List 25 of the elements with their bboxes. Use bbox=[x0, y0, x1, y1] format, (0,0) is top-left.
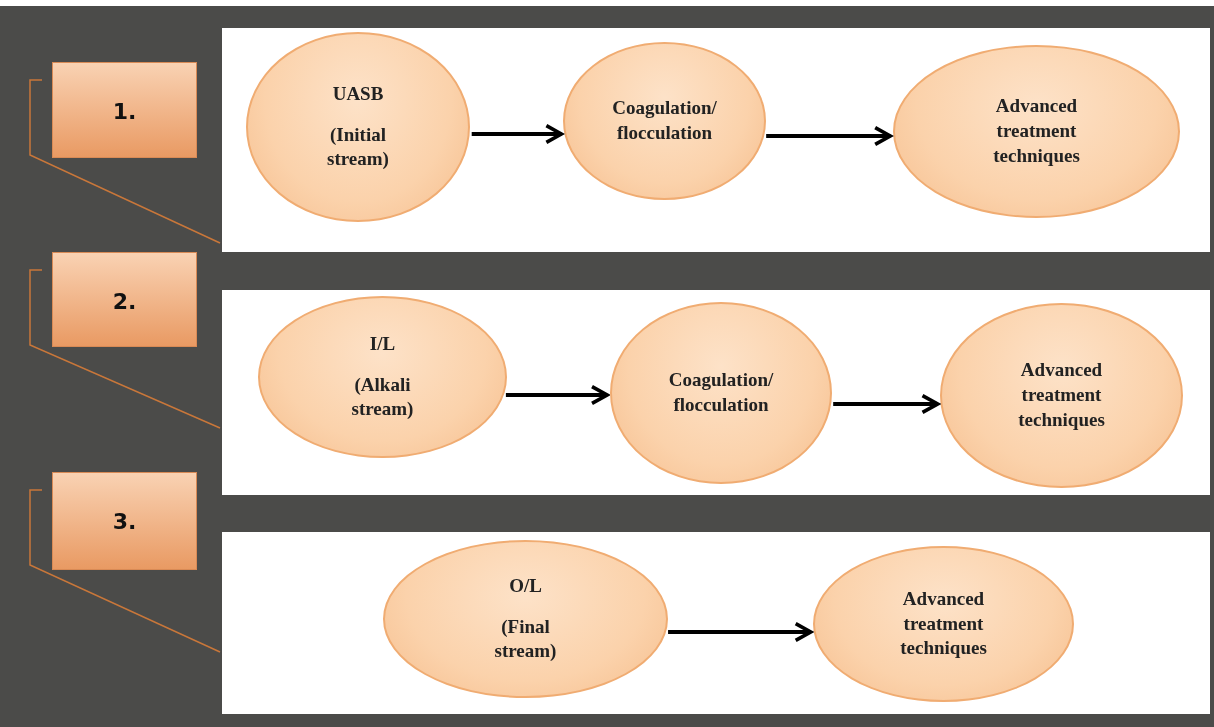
arrow bbox=[505, 384, 609, 406]
ellipse-subtitle: (Initial stream) bbox=[326, 122, 390, 172]
panel-background bbox=[222, 532, 1210, 714]
ellipse-title: I/L bbox=[369, 331, 396, 356]
arrow bbox=[471, 123, 564, 145]
arrow bbox=[766, 125, 893, 147]
step-number: 2. bbox=[112, 289, 137, 316]
panel-background bbox=[222, 290, 1210, 495]
ellipse-title: Coagulation/ flocculation bbox=[667, 368, 775, 417]
number-box bbox=[52, 252, 197, 347]
ellipse-subtitle: (Final stream) bbox=[493, 614, 558, 664]
ellipse-title: O/L bbox=[509, 573, 542, 598]
ellipse-title: Coagulation/ flocculation bbox=[611, 96, 718, 145]
step-number: 3. bbox=[112, 509, 137, 536]
ellipse-title: Advanced treatment techniques bbox=[899, 586, 988, 661]
number-box bbox=[52, 472, 197, 570]
number-box bbox=[52, 62, 197, 158]
ellipse-subtitle: (Alkali stream) bbox=[350, 372, 415, 422]
step-number: 1. bbox=[112, 99, 137, 126]
ellipse-title: UASB bbox=[332, 81, 384, 106]
panel-background bbox=[222, 28, 1210, 252]
arrow bbox=[833, 393, 940, 415]
arrow bbox=[668, 621, 813, 643]
ellipse-title: Advanced treatment techniques bbox=[1017, 358, 1106, 432]
ellipse-title: Advanced treatment techniques bbox=[992, 94, 1081, 168]
